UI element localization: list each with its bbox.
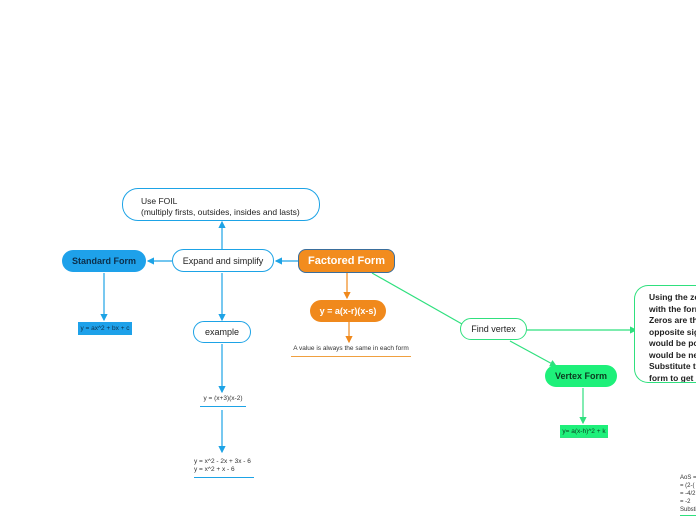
link-vertex-form xyxy=(509,340,558,367)
foil-line-2: (multiply firsts, outsides, insides and … xyxy=(141,207,300,217)
vertex-steps-node[interactable]: Using the ze with the form Zeros are th … xyxy=(634,285,696,383)
vertex-steps-line-8: form to get xyxy=(649,372,694,383)
standard-form-node[interactable]: Standard Form xyxy=(62,250,146,272)
vertex-equation-text: y= a(x-h)^2 + k xyxy=(562,427,606,435)
vertex-steps-line-4: opposite sig xyxy=(649,326,696,337)
factored-equation-node[interactable]: y = a(x-r)(x-s) xyxy=(310,300,386,322)
vertex-form-node[interactable]: Vertex Form xyxy=(545,365,617,387)
vertex-steps-line-6: would be ne xyxy=(649,349,696,360)
aos-note-line-3: = -4/2 xyxy=(680,491,696,497)
example-expanded-node[interactable]: y = x^2 - 2x + 3x - 6 y = x^2 + x - 6 xyxy=(194,458,254,478)
example-expanded-line-2: y = x^2 + x - 6 xyxy=(194,466,235,473)
expand-simplify-label: Expand and simplify xyxy=(182,255,264,266)
aos-note-line-2: = (2-( xyxy=(680,483,695,489)
aos-note-line-1: AoS = xyxy=(680,475,696,481)
a-value-note-text: A value is always the same in each form xyxy=(293,345,409,352)
foil-node[interactable]: Use FOIL (multiply firsts, outsides, ins… xyxy=(122,188,320,221)
vertex-equation-node[interactable]: y= a(x-h)^2 + k xyxy=(560,425,608,438)
vertex-steps-line-5: would be po xyxy=(649,338,696,348)
find-vertex-label: Find vertex xyxy=(471,324,516,334)
aos-note-line-4: = -2 xyxy=(680,499,691,505)
a-value-note-node[interactable]: A value is always the same in each form xyxy=(291,345,411,357)
example-node[interactable]: example xyxy=(193,321,251,343)
factored-equation-label: y = a(x-r)(x-s) xyxy=(319,306,377,316)
example-equation-node[interactable]: y = (x+3)(x-2) xyxy=(200,395,246,407)
vertex-steps-line-7: Substitute t xyxy=(649,361,696,371)
find-vertex-node[interactable]: Find vertex xyxy=(460,318,527,340)
aos-note-node[interactable]: AoS = = (2-( = -4/2 = -2 Substi xyxy=(680,474,696,516)
example-equation-text: y = (x+3)(x-2) xyxy=(203,395,243,402)
expand-simplify-node[interactable]: Expand and simplify xyxy=(172,249,274,272)
vertex-steps-line-2: with the form xyxy=(649,303,696,314)
vertex-steps-line-3: Zeros are th xyxy=(649,315,696,325)
example-label: example xyxy=(204,327,240,337)
standard-equation-node[interactable]: y = ax^2 + bx + c xyxy=(78,322,132,335)
standard-equation-text: y = ax^2 + bx + c xyxy=(80,324,130,332)
factored-form-central-node[interactable]: Factored Form xyxy=(298,249,395,273)
vertex-steps-line-1: Using the ze xyxy=(649,292,696,302)
aos-note-line-5: Substi xyxy=(680,507,696,513)
standard-form-label: Standard Form xyxy=(71,256,136,266)
example-expanded-line-1: y = x^2 - 2x + 3x - 6 xyxy=(194,458,251,465)
vertex-form-label: Vertex Form xyxy=(554,371,608,381)
factored-form-label: Factored Form xyxy=(307,255,385,267)
foil-line-1: Use FOIL xyxy=(141,196,178,206)
link-central-vertex xyxy=(371,272,463,325)
